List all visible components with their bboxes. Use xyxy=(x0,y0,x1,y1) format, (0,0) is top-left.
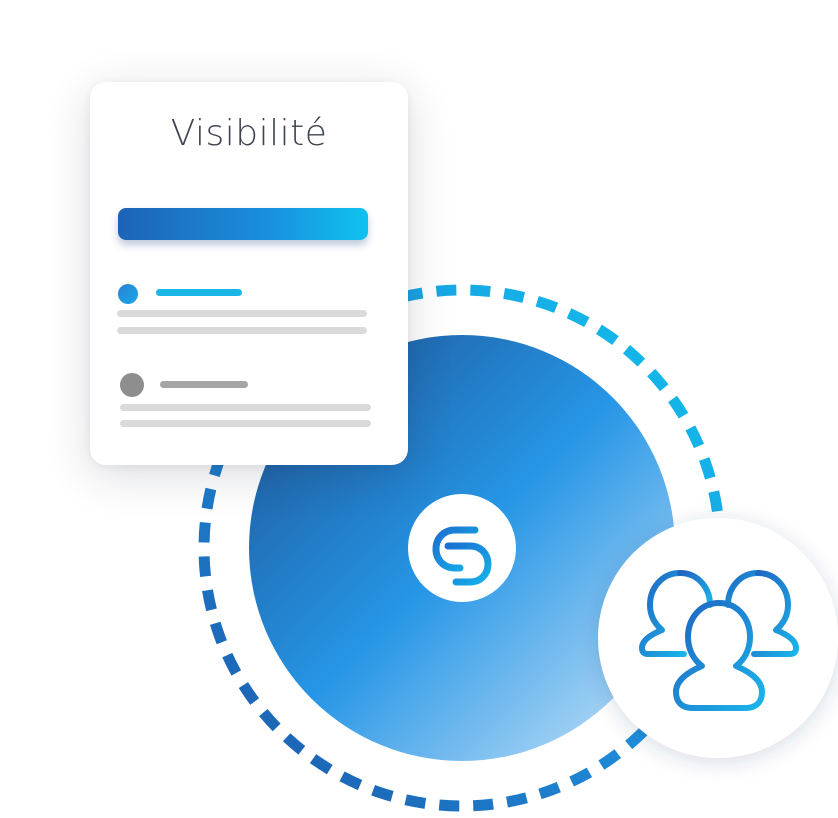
inactive-item-title-placeholder xyxy=(160,381,248,388)
active-item-title-placeholder xyxy=(156,289,242,296)
brand-link-logo-icon xyxy=(432,526,492,586)
card-title: Visibilité xyxy=(170,113,328,154)
active-item-text-line xyxy=(117,327,367,334)
visibility-card xyxy=(90,82,408,465)
inactive-item-avatar xyxy=(120,373,144,397)
users-group-icon xyxy=(639,570,799,711)
active-item-text-line xyxy=(117,310,367,317)
primary-action-button[interactable] xyxy=(118,208,368,240)
active-item-avatar xyxy=(118,284,138,304)
users-badge xyxy=(598,518,838,758)
inactive-item-text-line xyxy=(120,404,371,411)
inactive-item-text-line xyxy=(120,420,371,427)
